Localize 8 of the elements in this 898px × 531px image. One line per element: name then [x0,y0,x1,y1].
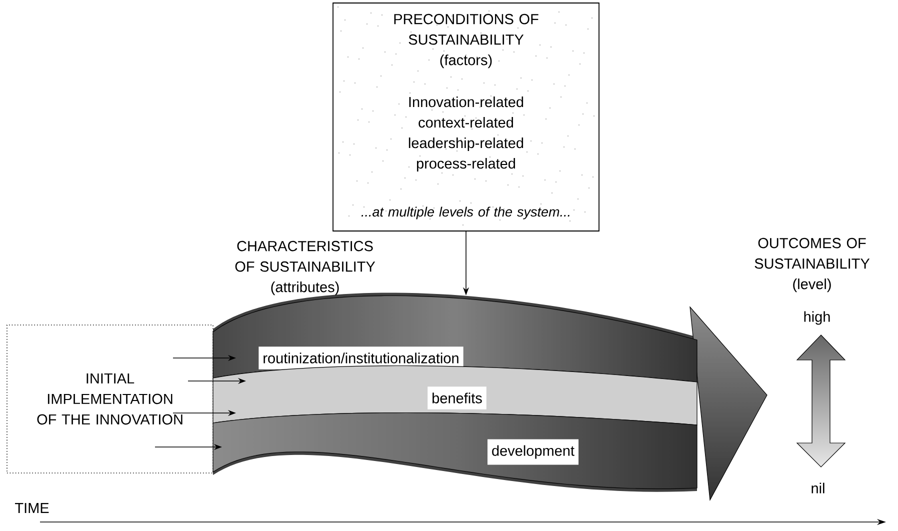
scale-label: high [804,311,830,325]
factors-box: PRECONDITIONS OF SUSTAINABILITY (factors) Innovation-related context-related leadership-related process-related ...at multiple levels of the system... [332,2,600,232]
band: benefits [212,365,698,426]
heading: OUTCOMES OF SUSTAINABILITY (level) [754,238,870,292]
scale-label: nil [812,482,824,494]
axis-label: TIME [15,503,49,513]
dotted-box: INITIAL IMPLEMENTATION OF THE INNOVATION [6,324,214,474]
heading: CHARACTERISTICS OF SUSTAINABILITY (attributes) [235,240,376,296]
